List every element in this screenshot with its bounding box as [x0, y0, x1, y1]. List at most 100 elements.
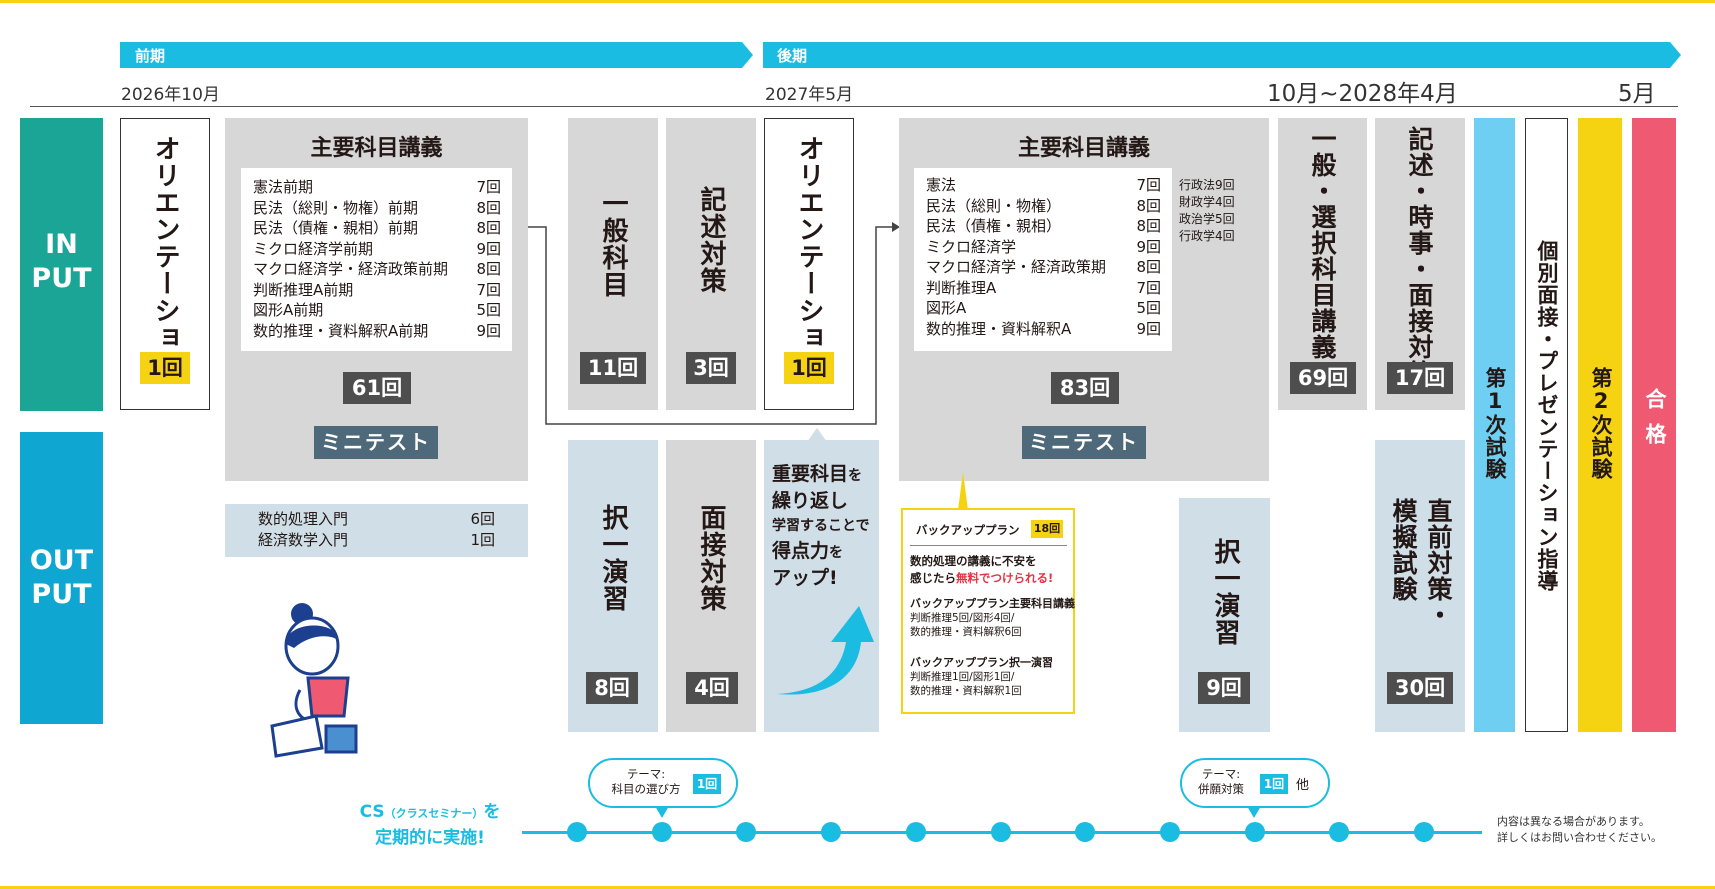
mini-test-2: ミニテスト — [1022, 426, 1146, 459]
bottom-border — [0, 886, 1715, 889]
course-2-count: 8回 — [1136, 217, 1161, 235]
course-1-count: 8回 — [476, 260, 501, 278]
connector-arrowhead — [892, 222, 900, 232]
output-band — [20, 432, 103, 724]
presentation-label: 個別面接・プレゼンテーション指導 — [1535, 240, 1559, 592]
extra-course-name: 財政学 — [1179, 195, 1216, 209]
theme-1-pointer — [655, 806, 669, 818]
backup-desc-2a: 感じたら — [910, 571, 956, 585]
first-exam-box — [1474, 118, 1515, 732]
cs-session-dot — [1329, 822, 1350, 842]
course-1-count: 7回 — [476, 178, 501, 196]
intro-course-name: 数的処理入門 — [258, 510, 349, 528]
main-lecture-2-extra: 行政法9回財政学4回政治学5回行政学4回 — [1179, 177, 1257, 245]
pointer-triangle-2-shape — [958, 472, 968, 510]
orientation-1-count: 1回 — [140, 352, 190, 384]
course-1-count: 8回 — [476, 198, 501, 217]
cs-abbr: CS — [359, 802, 385, 822]
backup-desc-2: 感じたら無料でつけられる! — [910, 570, 1053, 587]
essay-label: 記述対策 — [696, 186, 726, 294]
second-period-arrow — [763, 42, 1681, 68]
extra-course-name: 行政法 — [1179, 178, 1216, 192]
disclaimer-line-1: 内容は異なる場合があります。 — [1497, 815, 1650, 828]
course-2-row: ミクロ経済学 9回 — [926, 237, 1161, 258]
essay-2-box — [1375, 118, 1465, 410]
pass-label: 合格 — [1643, 388, 1667, 458]
extra-course-row: 政治学5回 — [1179, 211, 1257, 228]
first-period-label: 前期 — [135, 47, 166, 65]
cs-session-dot — [736, 822, 757, 842]
student-illustration — [270, 603, 358, 758]
repeat-line-1-suffix: を — [848, 468, 863, 484]
repeat-line-3: 学習することで — [772, 518, 870, 534]
course-2-name: 図形A — [926, 299, 967, 317]
elective-label: 一般・選択科目講義 — [1308, 126, 1337, 360]
course-1-name: 民法（債権・親相）前期 — [253, 219, 419, 237]
course-2-count: 9回 — [1136, 319, 1161, 338]
orientation-2-count: 1回 — [784, 352, 834, 384]
presentation-box — [1525, 118, 1568, 732]
course-1-name: マクロ経済学・経済政策前期 — [253, 260, 449, 278]
course-1-count: 8回 — [476, 219, 501, 237]
cs-session-dot — [821, 822, 842, 842]
course-2-count: 9回 — [1136, 237, 1161, 256]
course-1-name: 民法（総則・物権）前期 — [253, 198, 419, 217]
course-2-count: 8回 — [1136, 258, 1161, 276]
connector-line — [528, 226, 892, 425]
books-stack — [324, 724, 358, 754]
up-arrow-icon-shape — [777, 606, 874, 695]
cs-session-dot — [1414, 822, 1434, 842]
orientation-2-label: オリエンテーション — [794, 135, 824, 378]
course-2-row: 数的推理・資料解釈A 9回 — [926, 319, 1161, 340]
backup-plan-sec1: バックアッププラン主要科目講義 判断推理5回/図形4回/ 数的推理・資料解釈6回 — [910, 597, 1075, 639]
course-2-name: ミクロ経済学 — [926, 237, 1017, 256]
repeat-text: 重要科目を 繰り返し 学習することで 得点力を アップ! — [772, 462, 870, 591]
drill-2-label: 択一演習 — [1210, 538, 1240, 646]
cs-line-2: 定期的に実施! — [375, 828, 485, 848]
theme-2-pointer — [1247, 806, 1261, 818]
repeat-line-5: アップ! — [772, 567, 838, 589]
theme-2-text: テーマ: 併願対策 — [1185, 767, 1257, 797]
course-1-name: 判断推理A前期 — [253, 280, 354, 299]
date-5: 5月 — [1618, 81, 1656, 107]
course-2-name: 判断推理A — [926, 278, 997, 297]
theme-2-count: 1回 — [1260, 774, 1288, 794]
mini-test-1: ミニテスト — [314, 426, 438, 459]
backup-sec1-line1: 判断推理5回/図形4回/ — [910, 612, 1015, 624]
course-2-count: 7回 — [1136, 278, 1161, 297]
course-2-name: 数的推理・資料解釈A — [926, 319, 1072, 338]
course-2-name: 憲法 — [926, 176, 957, 194]
cs-session-dot — [651, 822, 672, 842]
course-1-name: ミクロ経済学前期 — [253, 239, 374, 258]
theme-2-heading: テーマ: — [1201, 767, 1241, 781]
cs-session-dot — [567, 822, 587, 842]
extra-course-count: 4回 — [1215, 229, 1235, 243]
pointer-triangle-1 — [807, 428, 827, 442]
cs-session-dot — [1075, 822, 1096, 842]
backup-desc-1: 数的処理の講義に不安を — [910, 554, 1037, 568]
backup-desc-free: 無料でつけられる! — [956, 571, 1054, 585]
theme-1-text: テーマ: 科目の選び方 — [605, 767, 687, 797]
backup-sec2-title: バックアッププラン択一演習 — [910, 656, 1053, 669]
cs-session-dot — [1159, 822, 1180, 842]
second-exam-box — [1578, 118, 1622, 732]
repeat-line-2: 繰り返し — [772, 490, 849, 512]
course-1-row: マクロ経済学・経済政策前期 8回 — [253, 259, 501, 280]
cs-particle: を — [483, 802, 501, 822]
extra-course-count: 4回 — [1215, 195, 1235, 209]
cs-full: （クラスセミナー） — [384, 807, 484, 820]
hair — [286, 625, 338, 648]
date-2026-10: 2026年10月 — [121, 85, 220, 105]
essay-2-label: 記述・時事・面接対策 — [1405, 126, 1434, 386]
input-label-1: IN — [45, 229, 78, 260]
